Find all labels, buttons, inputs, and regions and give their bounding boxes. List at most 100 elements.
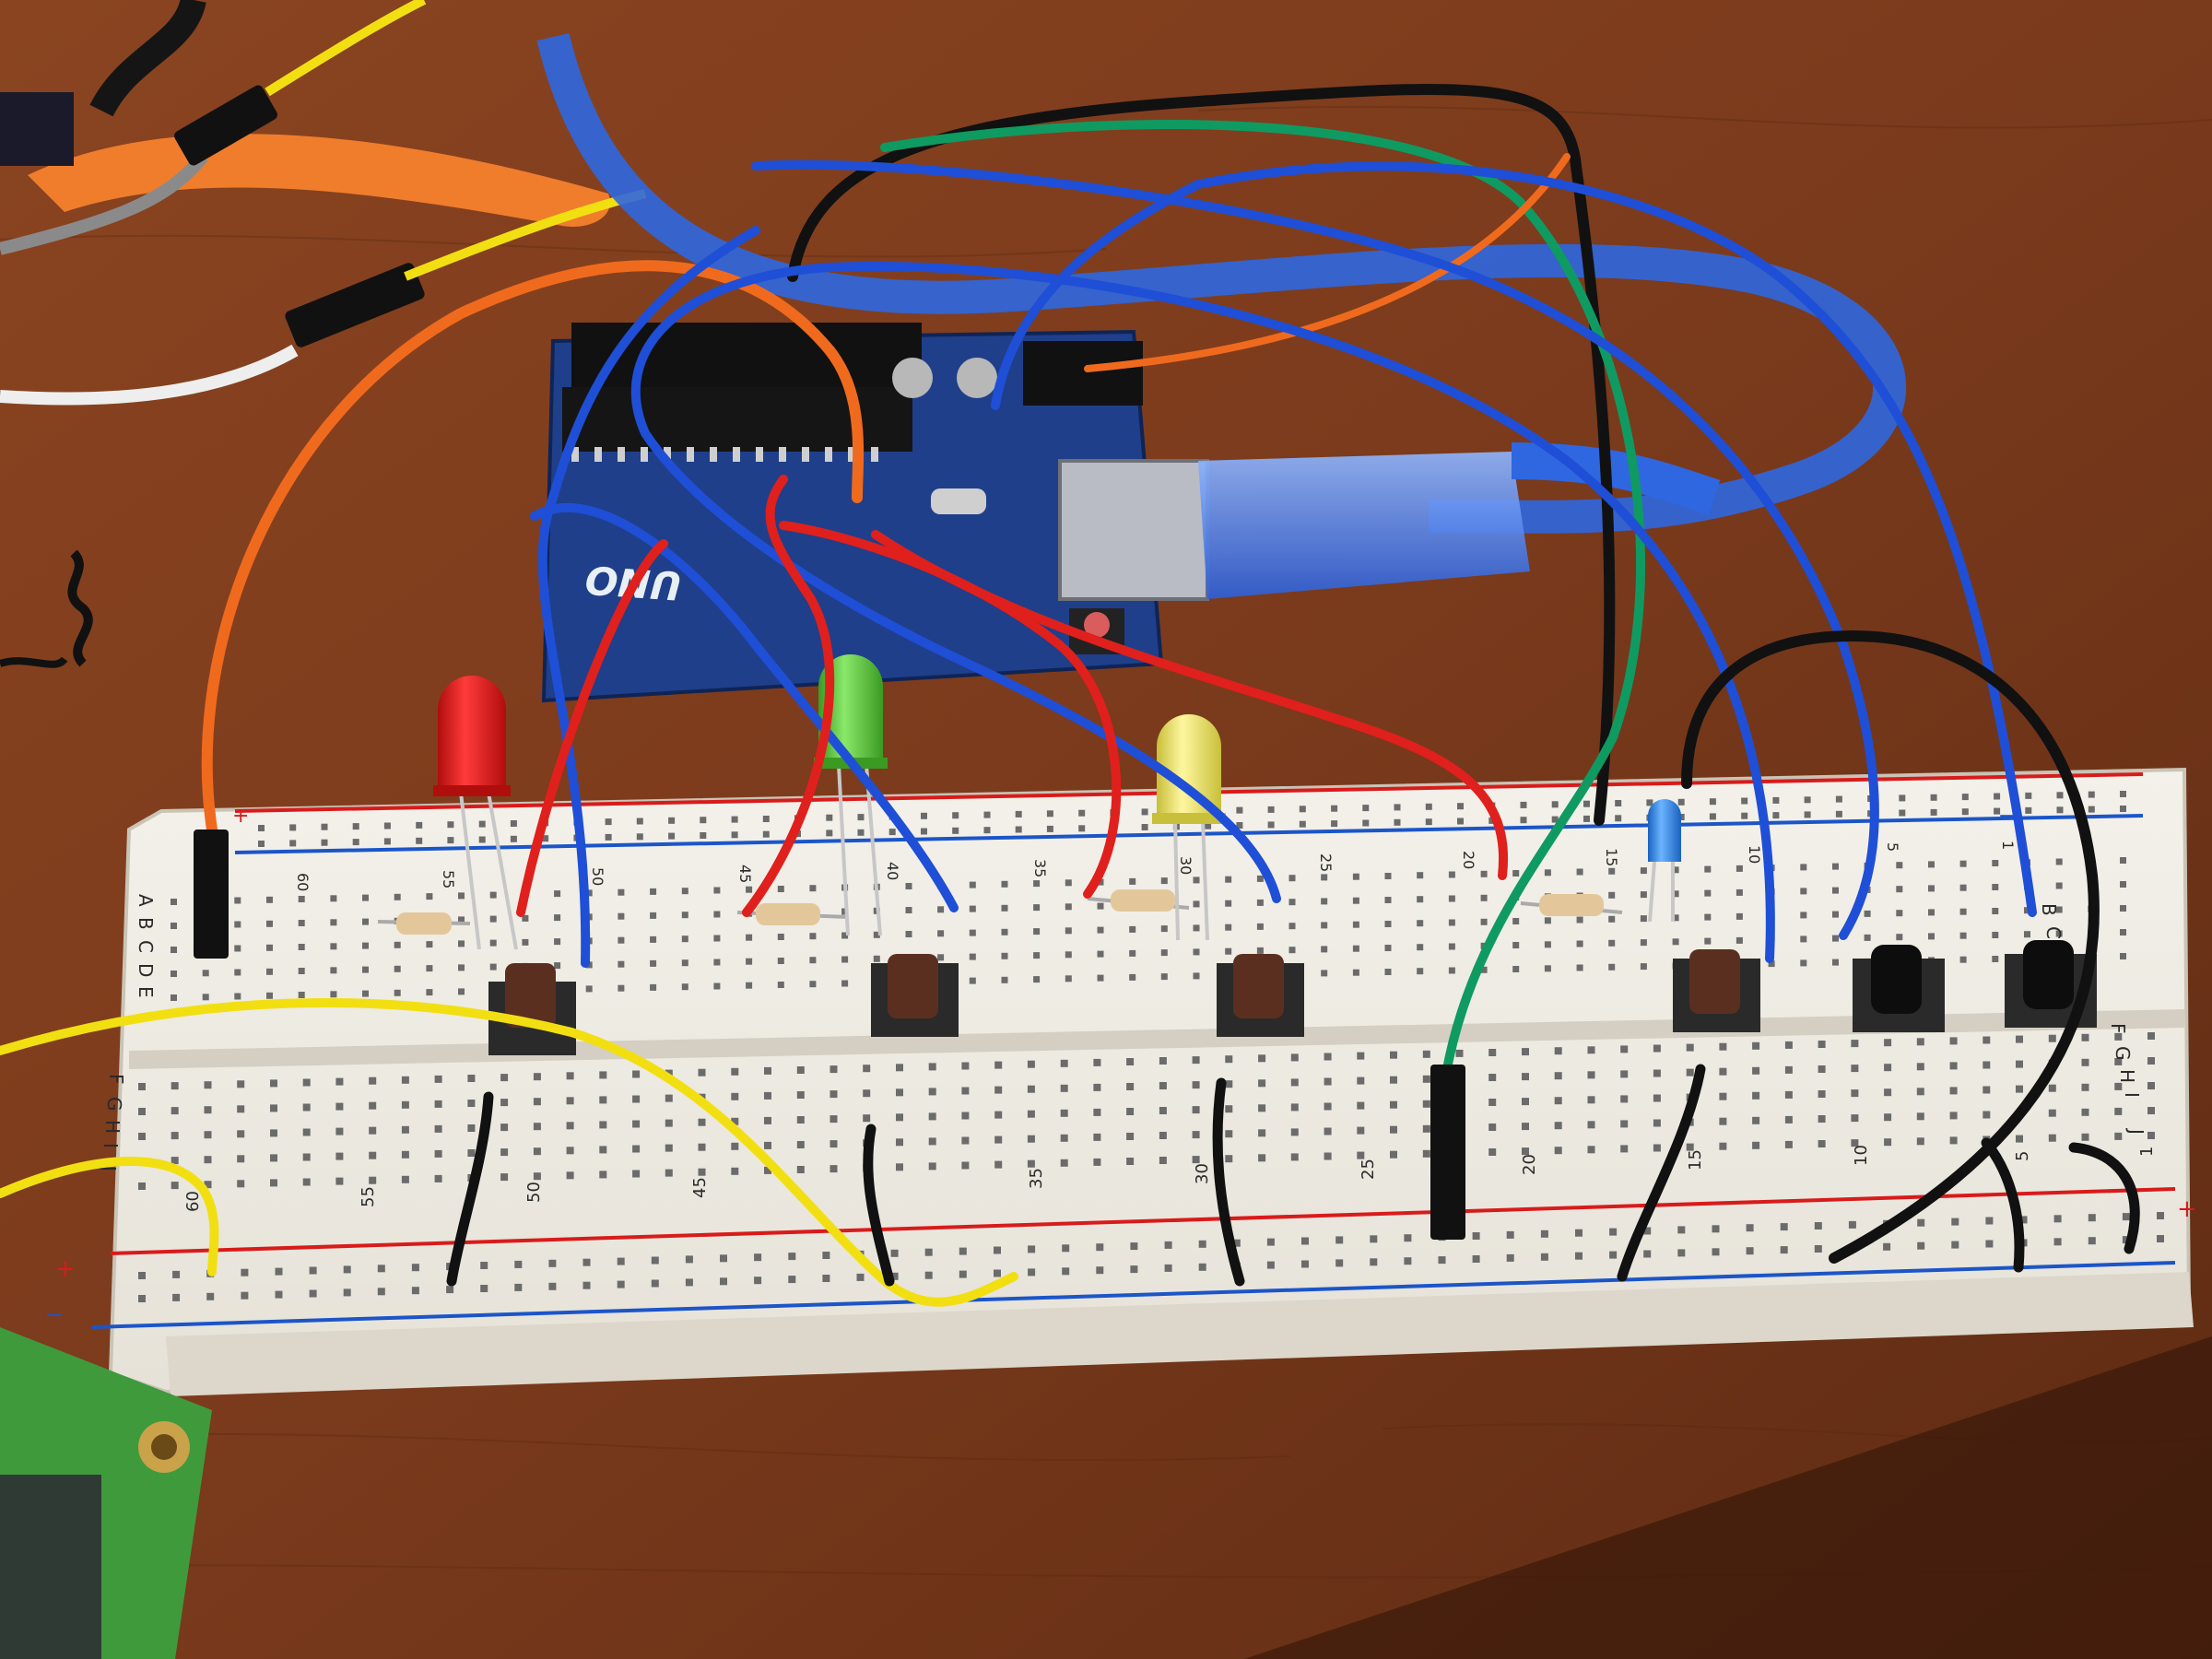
breadboard-hole bbox=[548, 1259, 557, 1267]
top-col-10: 10 bbox=[1746, 845, 1763, 864]
breadboard-hole bbox=[237, 1130, 245, 1138]
breadboard-hole bbox=[713, 959, 721, 966]
breadboard-hole bbox=[500, 1148, 509, 1157]
breadboard-hole bbox=[1949, 1136, 1958, 1145]
breadboard-hole bbox=[533, 1123, 541, 1131]
breadboard-hole bbox=[1159, 1157, 1167, 1164]
resistor-4 bbox=[1520, 894, 1623, 916]
breadboard-hole bbox=[1640, 891, 1647, 899]
right-letter-i: I bbox=[2121, 1092, 2143, 1098]
pushbutton-5 bbox=[1853, 945, 1945, 1032]
breadboard-labels: + − + − + A B C D E F G H I J B C D F G … bbox=[44, 805, 2197, 1329]
breadboard-hole bbox=[582, 1258, 591, 1266]
breadboard-hole bbox=[2120, 857, 2126, 864]
breadboard-hole bbox=[369, 1101, 377, 1110]
breadboard-hole bbox=[1352, 921, 1359, 928]
breadboard-hole bbox=[1141, 808, 1148, 816]
breadboard-hole bbox=[298, 920, 305, 926]
breadboard-hole bbox=[1033, 976, 1041, 983]
breadboard-hole bbox=[1818, 1115, 1826, 1123]
breadboard-hole bbox=[1615, 815, 1622, 822]
breadboard-hole bbox=[1097, 926, 1104, 934]
breadboard-hole bbox=[369, 1176, 377, 1184]
breadboard-hole bbox=[1258, 1104, 1266, 1112]
breadboard-hole bbox=[1959, 908, 1967, 915]
breadboard-hole bbox=[426, 941, 433, 948]
breadboard-hole bbox=[1352, 897, 1359, 904]
breadboard-hole bbox=[1752, 1066, 1760, 1075]
breadboard-hole bbox=[1198, 1263, 1206, 1271]
breadboard-hole bbox=[1677, 1226, 1686, 1234]
breadboard-hole bbox=[788, 1276, 796, 1284]
breadboard-hole bbox=[1832, 959, 1839, 966]
breadboard-hole bbox=[1001, 976, 1008, 983]
breadboard-hole bbox=[1097, 950, 1104, 958]
right-letter-f: F bbox=[2107, 1023, 2129, 1034]
breadboard-hole bbox=[298, 968, 305, 974]
breadboard-hole bbox=[2120, 929, 2126, 935]
dupont-center bbox=[1430, 1065, 1465, 1240]
breadboard-hole bbox=[1225, 1080, 1233, 1088]
breadboard-hole bbox=[458, 892, 465, 900]
breadboard-hole bbox=[1686, 1043, 1694, 1052]
usb-cable-loop bbox=[536, 32, 1907, 534]
breadboard-hole bbox=[478, 836, 486, 843]
breadboard-hole bbox=[411, 1287, 419, 1295]
breadboard-hole bbox=[241, 1291, 249, 1300]
breadboard-hole bbox=[289, 824, 297, 831]
breadboard-hole bbox=[204, 1081, 212, 1089]
breadboard-hole bbox=[1780, 1223, 1788, 1231]
red-led bbox=[433, 676, 511, 796]
breadboard-hole bbox=[1814, 1222, 1822, 1230]
breadboard-hole bbox=[1615, 800, 1622, 806]
breadboard-hole bbox=[2053, 1238, 2062, 1246]
breadboard-hole bbox=[1672, 914, 1679, 922]
breadboard-hole bbox=[1544, 965, 1551, 972]
breadboard-hole bbox=[1735, 865, 1743, 872]
breadboard-hole bbox=[650, 912, 657, 919]
breadboard-hole bbox=[777, 886, 784, 892]
breadboard-hole bbox=[1575, 1229, 1583, 1237]
breadboard-hole bbox=[1949, 1062, 1958, 1070]
breadboard-hole bbox=[713, 935, 721, 942]
breadboard-hole bbox=[1784, 1115, 1793, 1124]
breadboard-hole bbox=[777, 958, 784, 964]
breadboard-hole bbox=[796, 1141, 805, 1148]
bottom-col-35: 35 bbox=[1027, 1168, 1046, 1189]
breadboard-hole bbox=[924, 1271, 933, 1279]
breadboard-hole bbox=[1417, 968, 1424, 975]
breadboard-hole bbox=[1321, 946, 1328, 953]
bottom-col-15: 15 bbox=[1686, 1149, 1705, 1171]
breadboard-hole bbox=[1299, 806, 1306, 813]
breadboard-hole bbox=[1357, 1126, 1365, 1135]
breadboard-hole bbox=[467, 1124, 476, 1132]
breadboard-hole bbox=[896, 1088, 903, 1097]
breadboard-hole bbox=[1899, 794, 1906, 802]
breadboard-hole bbox=[1551, 816, 1559, 823]
blue-wire-5 bbox=[991, 161, 2037, 917]
breadboard-hole bbox=[896, 1138, 903, 1147]
breadboard-hole bbox=[731, 1142, 739, 1150]
breadboard-hole bbox=[1425, 818, 1432, 826]
breadboard-hole bbox=[1357, 1101, 1365, 1110]
breadboard-hole bbox=[510, 820, 517, 827]
breadboard-hole bbox=[1472, 1255, 1480, 1263]
breadboard-hole bbox=[1916, 1038, 1924, 1046]
breadboard-hole bbox=[1832, 911, 1839, 918]
breadboard-hole bbox=[585, 985, 593, 993]
breadboard-hole bbox=[1864, 934, 1871, 941]
breadboard-hole bbox=[599, 1171, 607, 1179]
breadboard-hole bbox=[2122, 1213, 2130, 1221]
breadboard-hole bbox=[1225, 924, 1232, 931]
breadboard-hole bbox=[1390, 1125, 1397, 1134]
breadboard-hole bbox=[270, 1154, 277, 1162]
breadboard-hole bbox=[480, 1262, 488, 1269]
breadboard-hole bbox=[731, 1092, 739, 1100]
breadboard-hole bbox=[2081, 1058, 2089, 1066]
breadboard-hole bbox=[1422, 1149, 1430, 1158]
breadboard-hole bbox=[369, 1151, 377, 1159]
breadboard-hole bbox=[890, 1249, 899, 1257]
breadboard-hole bbox=[1225, 900, 1232, 907]
top-col-45: 45 bbox=[736, 865, 754, 883]
breadboard-hole bbox=[746, 886, 753, 893]
